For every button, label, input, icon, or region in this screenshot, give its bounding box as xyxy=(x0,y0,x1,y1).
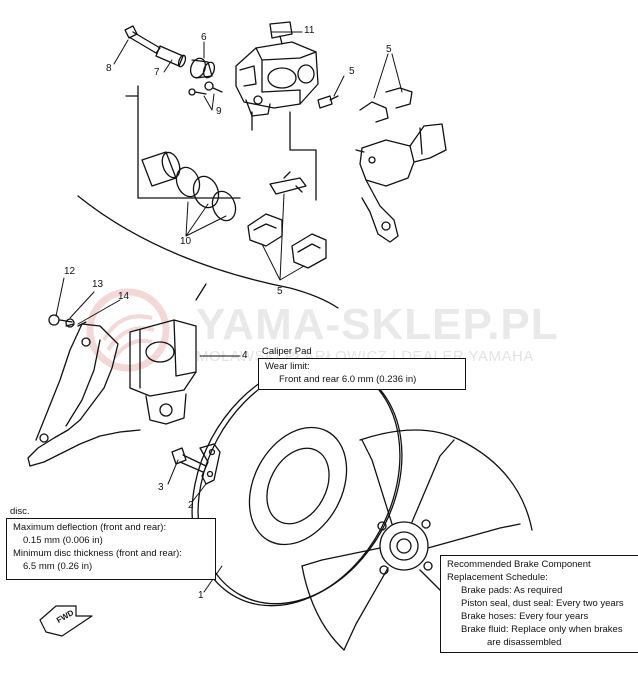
disc-spec-title: disc. xyxy=(10,506,30,517)
assembly-bracket xyxy=(77,195,339,309)
disc-spec-line2: 0.15 mm (0.006 in) xyxy=(23,535,103,546)
schedule-line5: Brake hoses: Every four years xyxy=(461,611,589,622)
bleed-screw-9-part xyxy=(188,81,223,96)
wear-limit-label: Wear limit: xyxy=(265,361,310,372)
bolt-3-part xyxy=(171,447,207,473)
assembly-pointer xyxy=(195,283,207,301)
schedule-line1: Recommended Brake Component xyxy=(447,559,591,570)
callout-8: 8 xyxy=(106,63,112,74)
disc-spec-line1: Maximum deflection (front and rear): xyxy=(13,522,167,533)
callout-3: 3 xyxy=(158,482,164,493)
callout-5-pads: 5 xyxy=(277,286,283,297)
forward-arrow xyxy=(39,605,93,637)
callout-13: 13 xyxy=(92,279,104,290)
schedule-line6: Brake fluid: Replace only when brakes xyxy=(461,624,623,635)
callout-12: 12 xyxy=(64,266,76,277)
sleeve-7-part xyxy=(155,45,187,68)
caliper-pad-header: Caliper Pad xyxy=(262,346,312,357)
callout-5-bolt: 5 xyxy=(349,66,355,77)
schedule-line3: Brake pads: As required xyxy=(461,585,563,596)
callout-2: 2 xyxy=(188,500,194,511)
group-line xyxy=(125,85,241,199)
upper-caliper-body xyxy=(235,21,319,117)
leader-lines xyxy=(55,31,403,593)
wear-limit-box: Wear limit: Front and rear 6.0 mm (0.236… xyxy=(258,358,466,390)
callout-1: 1 xyxy=(198,590,204,601)
callout-6: 6 xyxy=(201,32,207,43)
callout-10: 10 xyxy=(180,236,192,247)
callout-9: 9 xyxy=(216,106,222,117)
bolt-8-part xyxy=(124,25,161,54)
disc-spec-line3: Minimum disc thickness (front and rear): xyxy=(13,548,182,559)
callout-5-bracket: 5 xyxy=(386,44,392,55)
callout-4: 4 xyxy=(242,350,248,361)
boot-6-part xyxy=(189,57,216,79)
disc-spec-line4: 6.5 mm (0.26 in) xyxy=(23,561,93,572)
wear-limit-value: Front and rear 6.0 mm (0.236 in) xyxy=(279,374,417,385)
disc-spec-box: Maximum deflection (front and rear): 0.1… xyxy=(6,518,216,580)
schedule-line7: are disassembled xyxy=(487,637,562,648)
caliper-bracket-right xyxy=(355,87,447,243)
replacement-schedule-box: Recommended Brake Component Replacement … xyxy=(440,555,638,653)
callout-11: 11 xyxy=(304,25,315,36)
group-line xyxy=(251,111,317,201)
bolt-5-part xyxy=(317,95,339,109)
watermark-brand: YAMA-SKLEP.PL xyxy=(196,300,559,349)
schedule-line4: Piston seal, dust seal: Every two years xyxy=(461,598,624,609)
callout-14: 14 xyxy=(118,291,130,302)
schedule-line2: Replacement Schedule: xyxy=(447,572,548,583)
callout-7: 7 xyxy=(154,67,160,78)
piston-seal-10-part xyxy=(141,151,237,222)
lower-caliper-assembly xyxy=(27,314,197,467)
brake-pads-part xyxy=(247,171,327,269)
